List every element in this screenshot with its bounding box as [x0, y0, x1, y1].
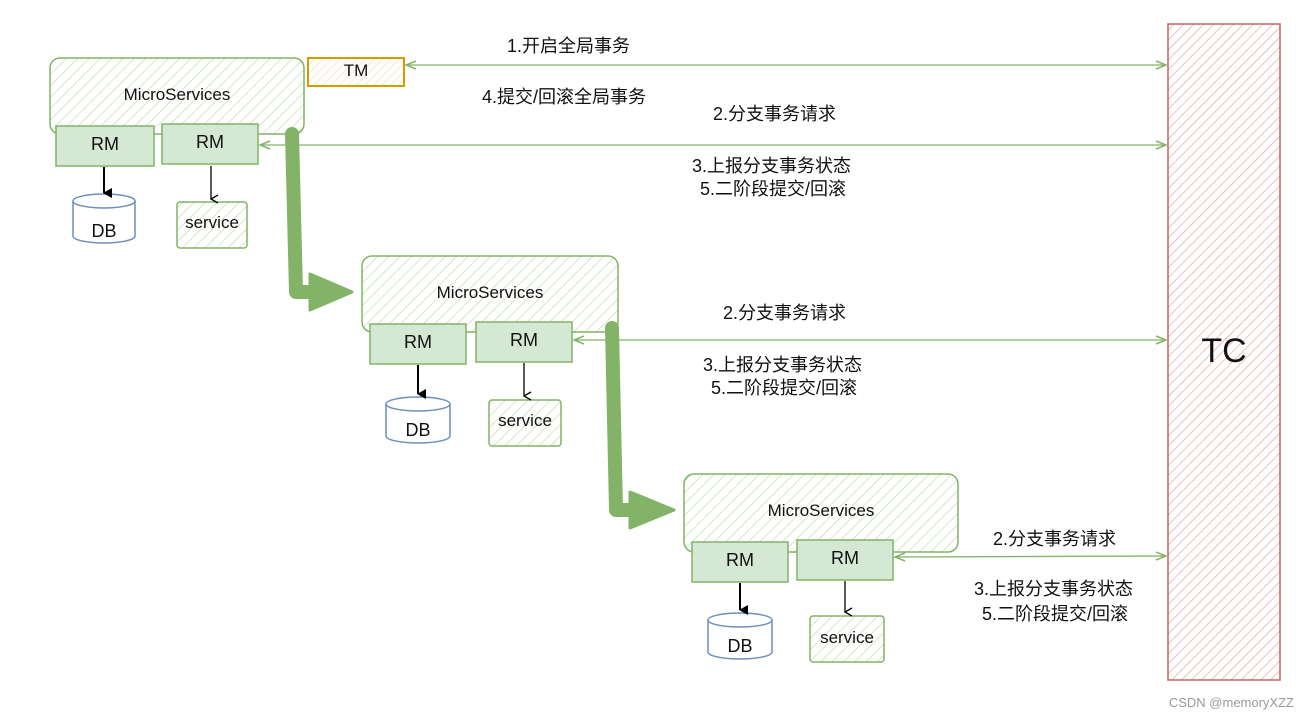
tc-label: TC: [1201, 332, 1247, 370]
db-3: [707, 612, 773, 660]
rm-2a-label: RM: [404, 332, 432, 352]
db-2-label: DB: [405, 420, 431, 440]
msg-report-status-3: 3.上报分支事务状态: [974, 579, 1134, 599]
msg-branch-request-2: 2.分支事务请求: [723, 303, 847, 323]
db-3-label: DB: [727, 636, 753, 656]
db-1: [72, 193, 136, 244]
service-2-label: service: [498, 411, 552, 430]
msg-phase-two-1: 5.二阶段提交/回滚: [700, 179, 847, 199]
flow-arrow-1: [285, 127, 354, 312]
service-3-label: service: [820, 628, 874, 647]
rm-1a-label: RM: [91, 134, 119, 154]
msg-branch-request-1: 2.分支事务请求: [713, 104, 837, 124]
watermark: CSDN @memoryXZZ: [1168, 695, 1294, 710]
rm3-tc-connector: [895, 556, 1166, 557]
rm-1a: [55, 125, 155, 167]
msg-report-status-1: 3.上报分支事务状态: [692, 156, 852, 176]
msg-open-global: 1.开启全局事务: [507, 36, 631, 56]
rm-3b-label: RM: [831, 548, 859, 568]
msg-phase-two-2: 5.二阶段提交/回滚: [711, 378, 858, 398]
msg-phase-two-3: 5.二阶段提交/回滚: [982, 604, 1129, 624]
tc-node: [1167, 23, 1281, 681]
microservice-1-label: MicroServices: [123, 85, 231, 104]
rm-2a: [369, 323, 467, 365]
rm-2b-label: RM: [510, 330, 538, 350]
rm-1b-label: RM: [196, 132, 224, 152]
msg-report-status-2: 3.上报分支事务状态: [703, 355, 863, 375]
rm-3a: [691, 541, 789, 583]
msg-commit-global: 4.提交/回滚全局事务: [482, 87, 647, 107]
flow-arrow-2: [605, 321, 676, 530]
microservice-2-label: MicroServices: [436, 283, 544, 302]
rm-3b: [796, 539, 894, 581]
msg-branch-request-3: 2.分支事务请求: [993, 529, 1117, 549]
rm-3a-label: RM: [726, 550, 754, 570]
rm-2b: [475, 321, 573, 363]
tm-node: [307, 57, 405, 87]
service-1-label: service: [185, 213, 239, 232]
db-2: [385, 396, 451, 444]
rm-1b: [161, 123, 259, 165]
tm-label: TM: [343, 61, 369, 80]
microservice-3-label: MicroServices: [767, 501, 875, 520]
db-1-label: DB: [91, 221, 117, 241]
